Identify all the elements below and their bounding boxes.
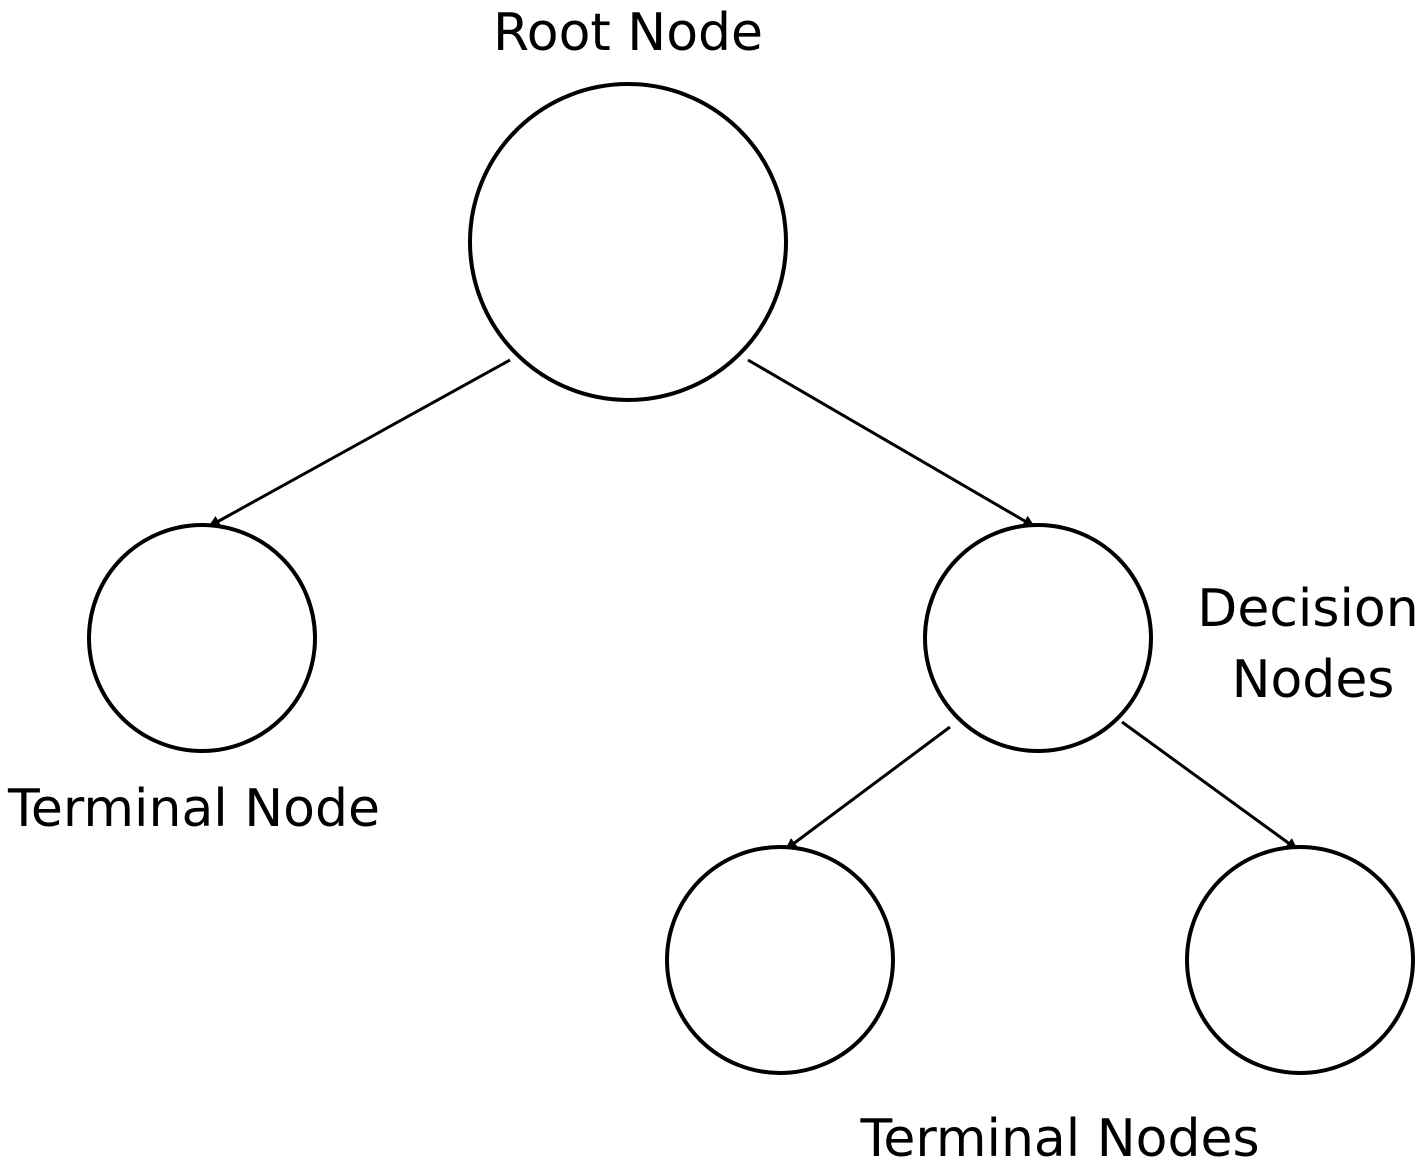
root-node-label: Root Node [493, 3, 763, 63]
terminal-node-bottom-left [665, 845, 895, 1075]
edge-decision-to-terminal-right [1121, 720, 1299, 852]
decision-nodes-label-line1: Decision [1197, 579, 1418, 639]
decision-node [923, 523, 1153, 753]
terminal-nodes-label: Terminal Nodes [859, 1109, 1259, 1169]
terminal-node-left [87, 523, 317, 753]
terminal-node-label: Terminal Node [7, 779, 380, 839]
terminal-node-bottom-right [1185, 845, 1415, 1075]
decision-nodes-label-line2: Nodes [1232, 650, 1395, 710]
edge-root-to-decision-node [747, 358, 1036, 529]
root-node [468, 82, 788, 402]
edge-decision-to-terminal-left [784, 725, 951, 852]
edge-root-to-terminal-node [207, 358, 511, 529]
